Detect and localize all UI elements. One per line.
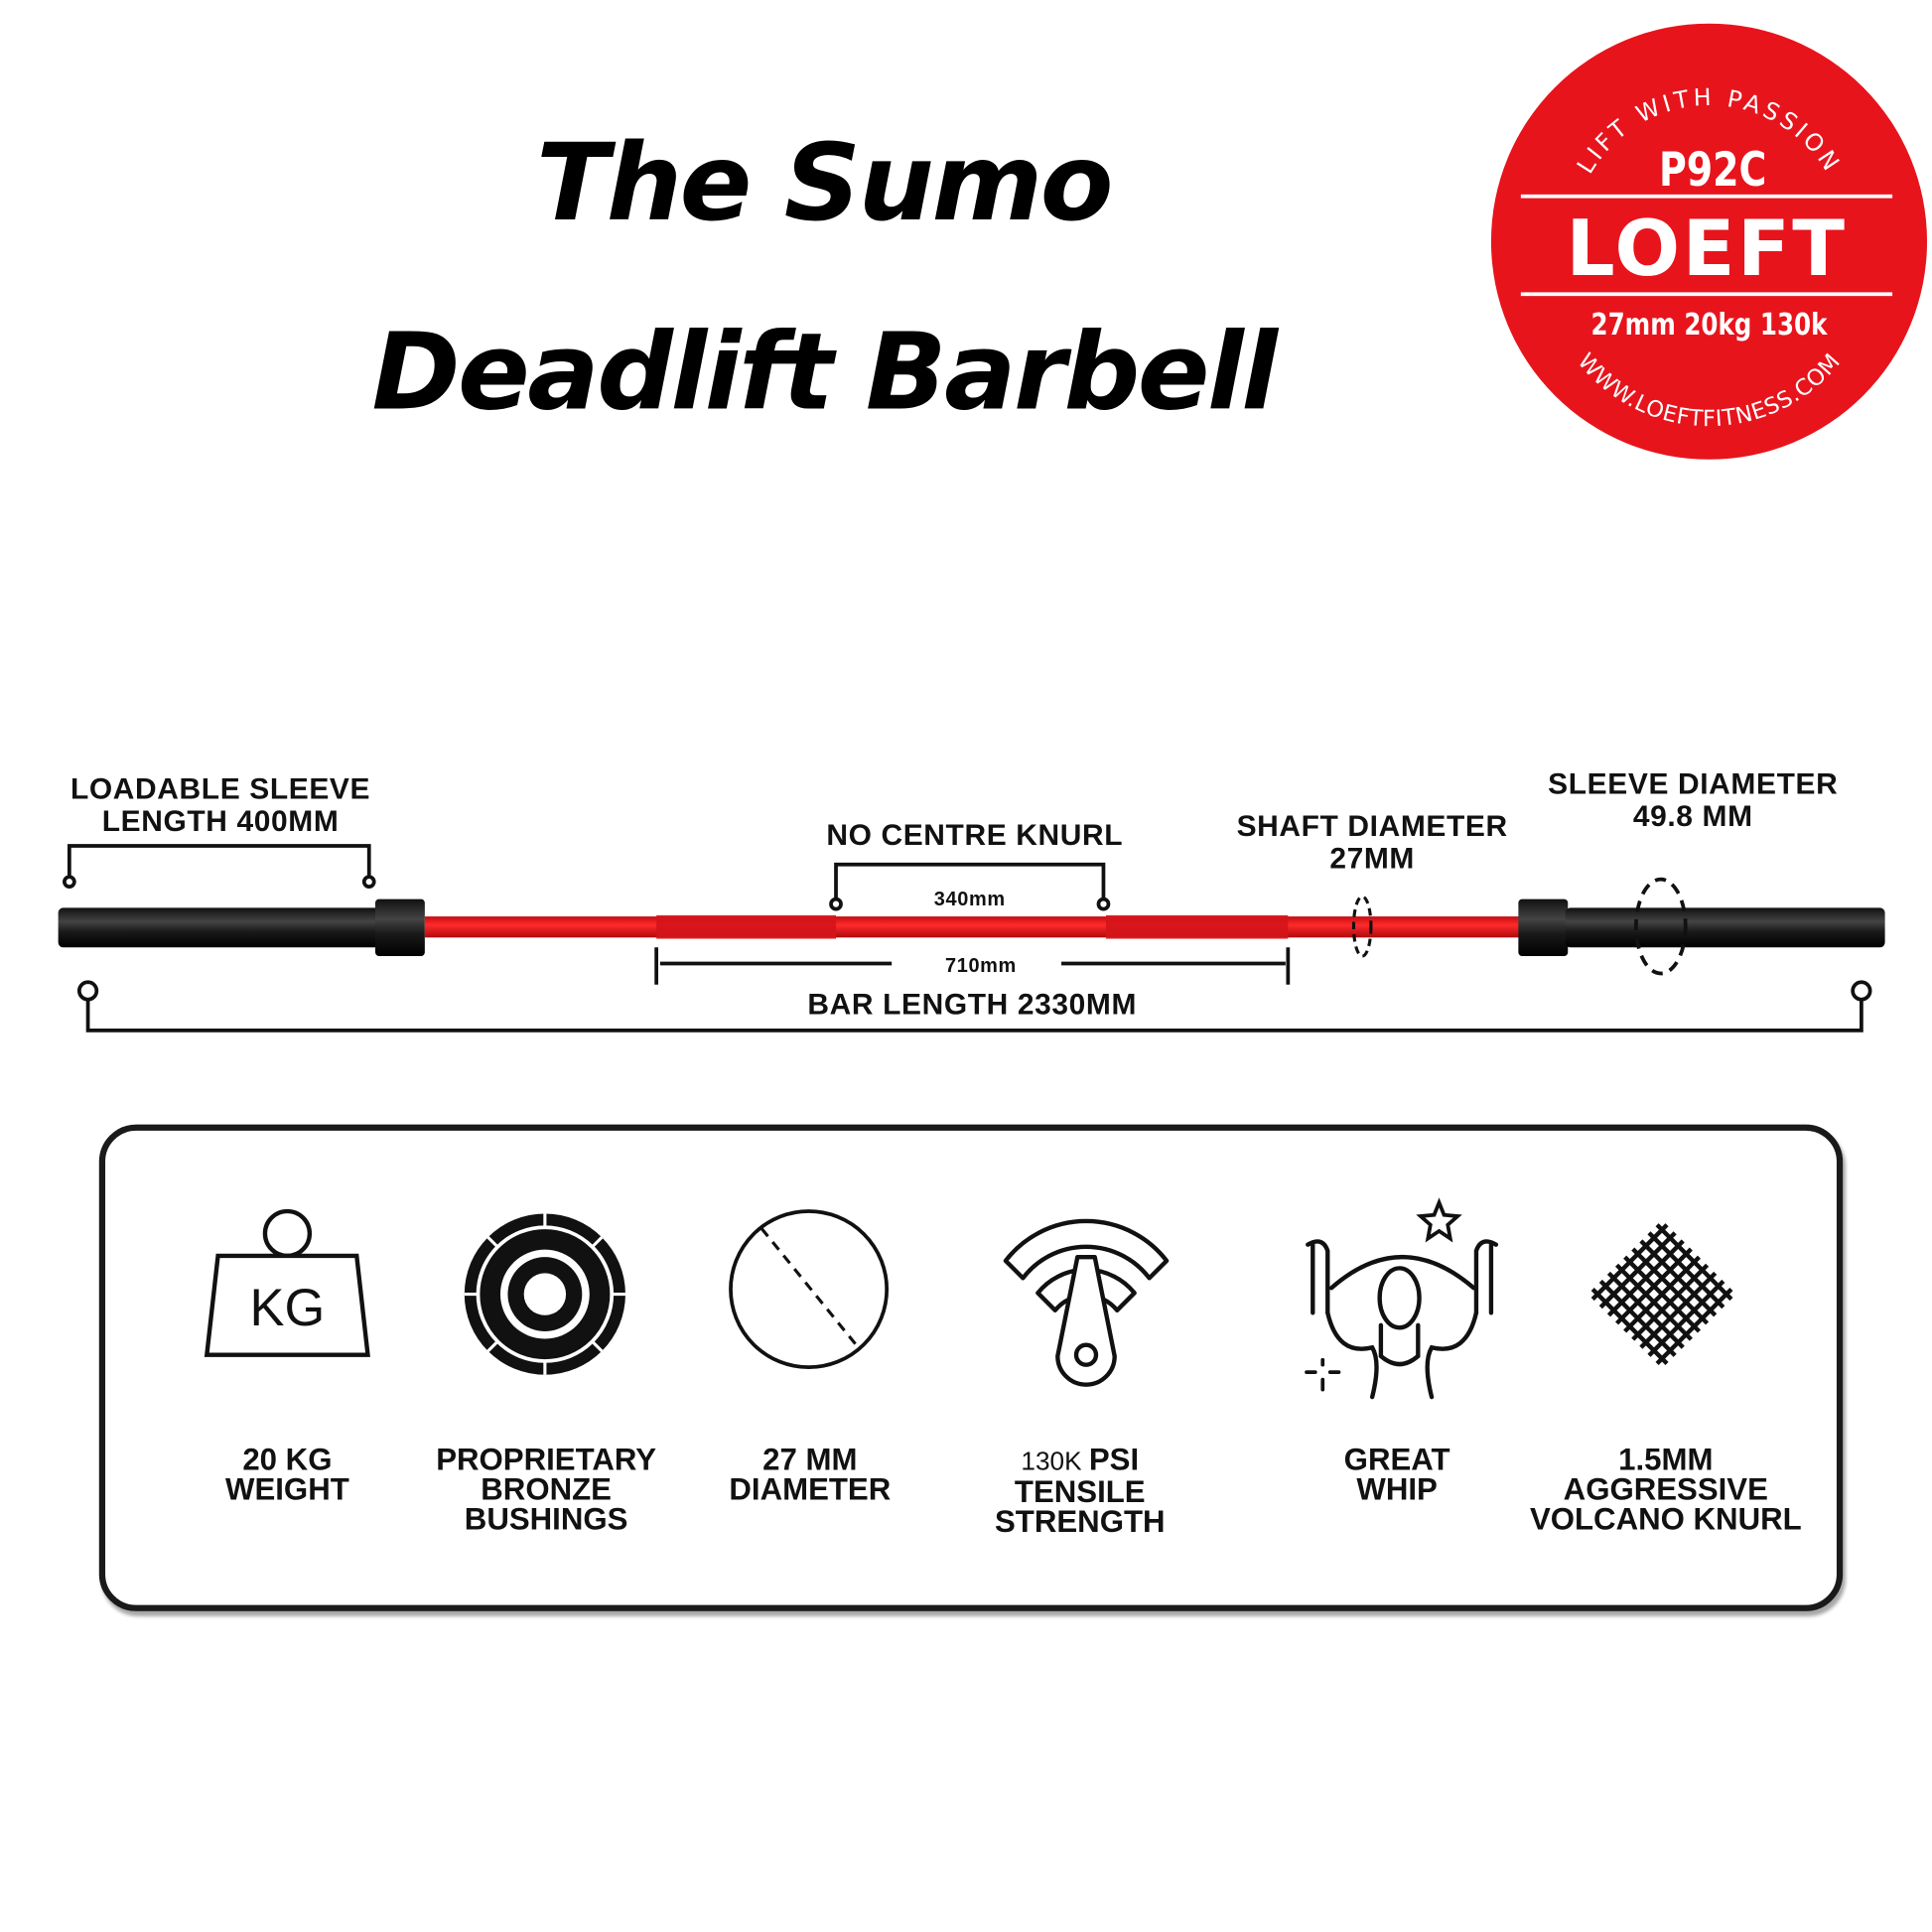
knurl-icon — [1590, 1223, 1733, 1365]
feature-label-line: AGGRESSIVE — [1563, 1472, 1768, 1508]
svg-text:LOEFT: LOEFT — [1566, 205, 1847, 294]
feature-label-line: VOLCANO KNURL — [1529, 1502, 1802, 1538]
feature-label-line: 20 KG — [242, 1443, 333, 1478]
sleeve-diameter-marker — [1633, 877, 1688, 976]
feature-label-line: WHIP — [1356, 1472, 1438, 1508]
diameter-icon — [729, 1209, 890, 1370]
knurl-right — [1105, 914, 1289, 939]
feature-label-line: STRENGTH — [995, 1504, 1166, 1540]
centre-bracket — [834, 862, 1106, 904]
knurl-left — [656, 914, 837, 939]
left-sleeve — [58, 907, 380, 948]
title-line-1: The Sumo — [536, 121, 1113, 245]
knurl-span-line — [654, 947, 1291, 985]
bar-length-label: BAR LENGTH 2330MM — [807, 988, 1138, 1023]
centre-knurl-label: NO CENTRE KNURL — [826, 818, 1124, 853]
tensile-icon — [1003, 1218, 1170, 1387]
svg-text:KG: KG — [250, 1280, 326, 1337]
kg-weight-icon: KG — [204, 1208, 370, 1357]
feature-label-line: DIAMETER — [729, 1472, 892, 1508]
svg-text:27mm 20kg 130k: 27mm 20kg 130k — [1591, 309, 1829, 343]
feature-label-line: BUSHINGS — [464, 1502, 628, 1538]
knurl-span-label: 710mm — [945, 956, 1017, 978]
feature-label-line: PROPRIETARY — [436, 1443, 657, 1478]
feature-prefix: 130K — [1021, 1448, 1089, 1476]
feature-label-line: PSI — [1088, 1443, 1140, 1478]
left-collar — [374, 898, 425, 957]
feature-label-line: 27 MM — [762, 1443, 858, 1478]
shaft-diameter-marker — [1351, 895, 1373, 958]
barbell — [58, 898, 1885, 957]
title-line-2: Deadlift Barbell — [371, 311, 1278, 435]
feature-label-line: 1.5MM — [1618, 1443, 1714, 1478]
feature-label-line: BRONZE — [481, 1472, 612, 1508]
feature-label-line: TENSILE — [1014, 1474, 1146, 1510]
sleeve-bracket — [67, 844, 371, 883]
whip-icon — [1305, 1197, 1499, 1400]
features-panel — [98, 1124, 1844, 1611]
right-collar — [1518, 898, 1569, 957]
centre-knurl-measure: 340mm — [933, 889, 1006, 910]
feature-label-line: GREAT — [1343, 1443, 1450, 1478]
svg-text:P92C: P92C — [1659, 143, 1766, 198]
feature-label-line: WEIGHT — [225, 1472, 349, 1508]
right-sleeve — [1565, 907, 1885, 948]
bushing-icon — [464, 1213, 625, 1375]
bar-length-line — [85, 1000, 1863, 1033]
